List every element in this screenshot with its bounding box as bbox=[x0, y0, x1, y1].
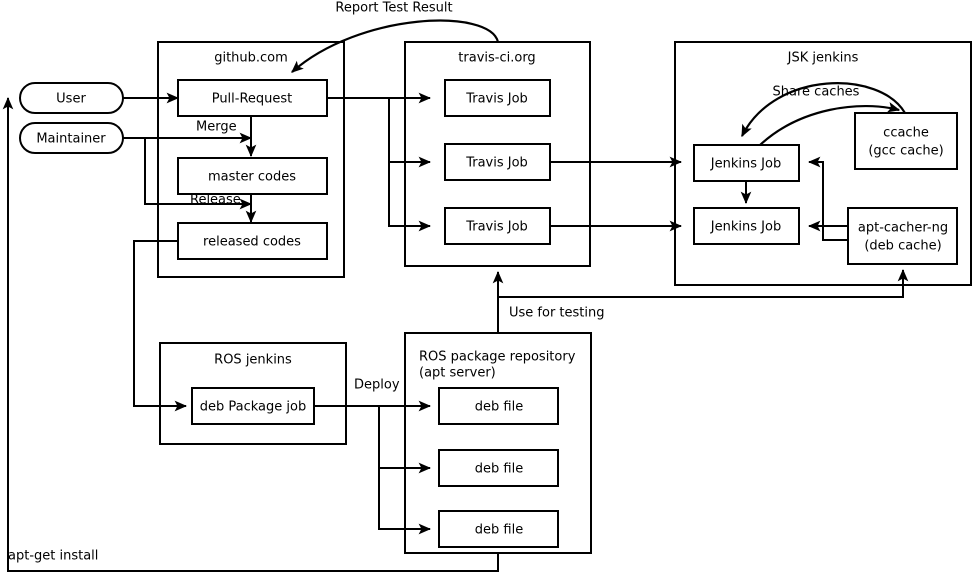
node-travis-job-2[interactable]: Travis Job bbox=[444, 143, 551, 181]
node-pull-request-label: Pull-Request bbox=[212, 92, 293, 107]
node-jenkins-job-1-shape bbox=[693, 144, 800, 182]
node-jenkins-job-1[interactable]: Jenkins Job bbox=[693, 144, 800, 182]
edge-use-for-testing-to-apt-cacher bbox=[498, 269, 909, 298]
node-pull-request[interactable]: Pull-Request bbox=[177, 79, 328, 117]
edge-deploy-to-deb-file-3 bbox=[378, 468, 431, 535]
node-ccache-label-line2: (gcc cache) bbox=[868, 144, 943, 159]
node-deb-file-3[interactable]: deb file bbox=[438, 510, 559, 548]
container-ros-repo: ROS package repository (apt server) bbox=[404, 332, 592, 554]
edge-label-report-test-result: Report Test Result bbox=[335, 1, 452, 16]
node-apt-cacher-ng-label-line2: (deb cache) bbox=[864, 239, 941, 254]
edge-maintainer-release bbox=[144, 138, 252, 210]
edge-released-codes-to-deb-package-job bbox=[133, 240, 187, 412]
edge-label-merge: Merge bbox=[196, 120, 237, 135]
container-github-title: github.com bbox=[214, 51, 288, 66]
node-released-codes[interactable]: released codes bbox=[177, 222, 328, 260]
edge-label-deploy: Deploy bbox=[354, 378, 400, 393]
node-deb-file-3-shape bbox=[438, 510, 559, 548]
node-apt-cacher-ng-shape bbox=[847, 207, 958, 265]
edge-label-release: Release bbox=[190, 193, 241, 208]
node-maintainer[interactable]: Maintainer bbox=[19, 122, 124, 154]
node-apt-cacher-ng-label-line1: apt-cacher-ng bbox=[858, 221, 948, 236]
node-deb-file-2-label: deb file bbox=[475, 462, 523, 477]
node-ccache[interactable]: ccache (gcc cache) bbox=[854, 112, 958, 170]
node-master-codes-shape bbox=[177, 157, 328, 195]
node-travis-job-1-shape bbox=[444, 79, 551, 117]
container-ros-repo-title-line1: ROS package repository bbox=[419, 350, 576, 365]
node-jenkins-job-2-label: Jenkins Job bbox=[710, 220, 781, 235]
node-travis-job-3[interactable]: Travis Job bbox=[444, 207, 551, 245]
node-deb-file-3-label: deb file bbox=[475, 523, 523, 538]
node-deb-package-job-shape bbox=[191, 387, 315, 425]
edge-jenkins-job-1-to-ccache bbox=[759, 102, 901, 146]
node-released-codes-shape bbox=[177, 222, 328, 260]
node-user-label: User bbox=[56, 92, 86, 107]
edge-label-use-for-testing: Use for testing bbox=[509, 306, 605, 321]
edge-ccache-to-jenkins-job-1 bbox=[741, 82, 906, 138]
edge-label-share-caches: Share caches bbox=[773, 85, 860, 100]
node-jenkins-job-1-label: Jenkins Job bbox=[710, 157, 781, 172]
node-travis-job-3-label: Travis Job bbox=[465, 220, 528, 235]
node-deb-package-job-label: deb Package job bbox=[200, 400, 306, 415]
node-deb-package-job[interactable]: deb Package job bbox=[191, 387, 315, 425]
node-deb-file-2-shape bbox=[438, 449, 559, 487]
node-jenkins-job-2-shape bbox=[693, 207, 800, 245]
edge-apt-cacher-to-jenkins-job-1 bbox=[808, 156, 848, 241]
node-master-codes-label: master codes bbox=[208, 170, 296, 185]
node-ccache-label-line1: ccache bbox=[883, 126, 929, 141]
container-ros-repo-title-line2: (apt server) bbox=[419, 366, 496, 381]
node-user-shape bbox=[19, 82, 124, 114]
edge-report-test-result bbox=[291, 19, 500, 73]
node-travis-job-1-label: Travis Job bbox=[465, 92, 528, 107]
node-jenkins-job-2[interactable]: Jenkins Job bbox=[693, 207, 800, 245]
edge-apt-get-install bbox=[2, 97, 499, 572]
node-apt-cacher-ng[interactable]: apt-cacher-ng (deb cache) bbox=[847, 207, 958, 265]
node-travis-job-2-label: Travis Job bbox=[465, 156, 528, 171]
node-ccache-shape bbox=[854, 112, 958, 170]
node-deb-file-1-shape bbox=[438, 387, 559, 425]
node-travis-job-1[interactable]: Travis Job bbox=[444, 79, 551, 117]
node-travis-job-3-shape bbox=[444, 207, 551, 245]
node-released-codes-label: released codes bbox=[203, 235, 301, 250]
node-maintainer-shape bbox=[19, 122, 124, 154]
container-ros-jenkins-title: ROS jenkins bbox=[214, 353, 292, 368]
container-jsk-jenkins-title: JSK jenkins bbox=[787, 51, 859, 66]
node-deb-file-1-label: deb file bbox=[475, 400, 523, 415]
node-pull-request-shape bbox=[177, 79, 328, 117]
container-travis-title: travis-ci.org bbox=[458, 51, 535, 66]
node-travis-job-2-shape bbox=[444, 143, 551, 181]
node-deb-file-2[interactable]: deb file bbox=[438, 449, 559, 487]
node-master-codes[interactable]: master codes bbox=[177, 157, 328, 195]
node-deb-file-1[interactable]: deb file bbox=[438, 387, 559, 425]
node-maintainer-label: Maintainer bbox=[36, 132, 106, 147]
edge-label-apt-get-install: apt-get install bbox=[8, 549, 98, 564]
node-user[interactable]: User bbox=[19, 82, 124, 114]
